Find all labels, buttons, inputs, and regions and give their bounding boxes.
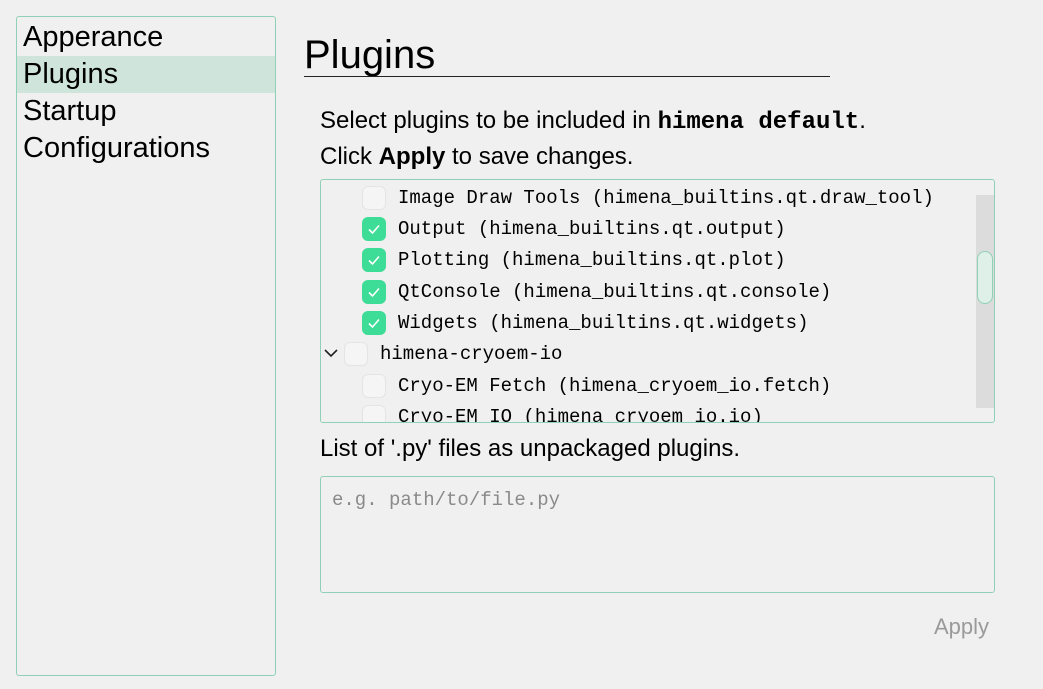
page-title: Plugins [304,33,436,77]
description-code: himena default [657,109,860,136]
check-icon [368,255,380,265]
description-line-2: Click Apply to save changes. [320,140,866,174]
plugin-row: Cryo-EM IO (himena_cryoem_io.io) [362,401,763,423]
description-text: Select plugins to be included in [320,107,658,134]
plugin-tree-scrollbar[interactable] [976,195,994,408]
plugin-label: Widgets (himena_builtins.qt.widgets) [398,311,809,334]
plugin-label: Image Draw Tools (himena_builtins.qt.dra… [398,186,934,209]
plugin-checkbox[interactable] [362,310,386,335]
plugin-label: QtConsole (himena_builtins.qt.console) [398,280,832,303]
plugin-label: Cryo-EM IO (himena_cryoem_io.io) [398,405,763,423]
plugin-row: Widgets (himena_builtins.qt.widgets) [362,307,808,338]
plugin-checkbox[interactable] [362,216,386,241]
description-bold: Apply [378,143,446,170]
apply-button[interactable]: Apply [934,614,990,639]
description-text: . [859,107,866,134]
plugin-checkbox[interactable] [362,404,386,422]
settings-sidebar: Apperance Plugins Startup Configurations [16,16,276,676]
plugin-tree[interactable]: Image Draw Tools (himena_builtins.qt.dra… [320,179,995,423]
description-text: to save changes. [445,143,634,170]
sidebar-item-appearance[interactable]: Apperance [23,21,164,53]
plugin-row: QtConsole (himena_builtins.qt.console) [362,276,831,307]
description-text: Click [320,143,379,170]
chevron-down-icon[interactable] [323,347,339,359]
plugin-label: Plotting (himena_builtins.qt.plot) [398,248,786,271]
plugin-label: Cryo-EM Fetch (himena_cryoem_io.fetch) [398,374,832,397]
plugin-row: Cryo-EM Fetch (himena_cryoem_io.fetch) [362,370,831,401]
title-divider [304,76,830,77]
plugin-label: Output (himena_builtins.qt.output) [398,217,786,240]
scrollbar-thumb[interactable] [977,251,993,304]
check-icon [368,287,380,297]
plugin-row: Output (himena_builtins.qt.output) [362,213,786,244]
plugin-files-input[interactable]: e.g. path/to/file.py [320,476,995,593]
plugin-checkbox[interactable] [362,279,386,304]
plugins-description: Select plugins to be included in himena … [320,104,866,174]
plugin-row: Image Draw Tools (himena_builtins.qt.dra… [362,182,934,213]
description-line-1: Select plugins to be included in himena … [320,104,866,140]
sidebar-item-startup[interactable]: Startup [23,95,117,127]
plugin-checkbox[interactable] [362,185,386,210]
plugin-checkbox[interactable] [362,247,386,272]
plugin-group-label: himena-cryoem-io [380,342,563,365]
plugin-group-row: himena-cryoem-io [344,338,562,369]
plugin-checkbox[interactable] [362,373,386,398]
plugin-row: Plotting (himena_builtins.qt.plot) [362,244,786,275]
check-icon [368,318,380,328]
sidebar-item-plugins[interactable]: Plugins [17,56,275,93]
check-icon [368,224,380,234]
plugin-group-checkbox[interactable] [344,341,368,366]
sidebar-item-configurations[interactable]: Configurations [23,132,210,164]
files-label: List of '.py' files as unpackaged plugin… [320,435,741,462]
